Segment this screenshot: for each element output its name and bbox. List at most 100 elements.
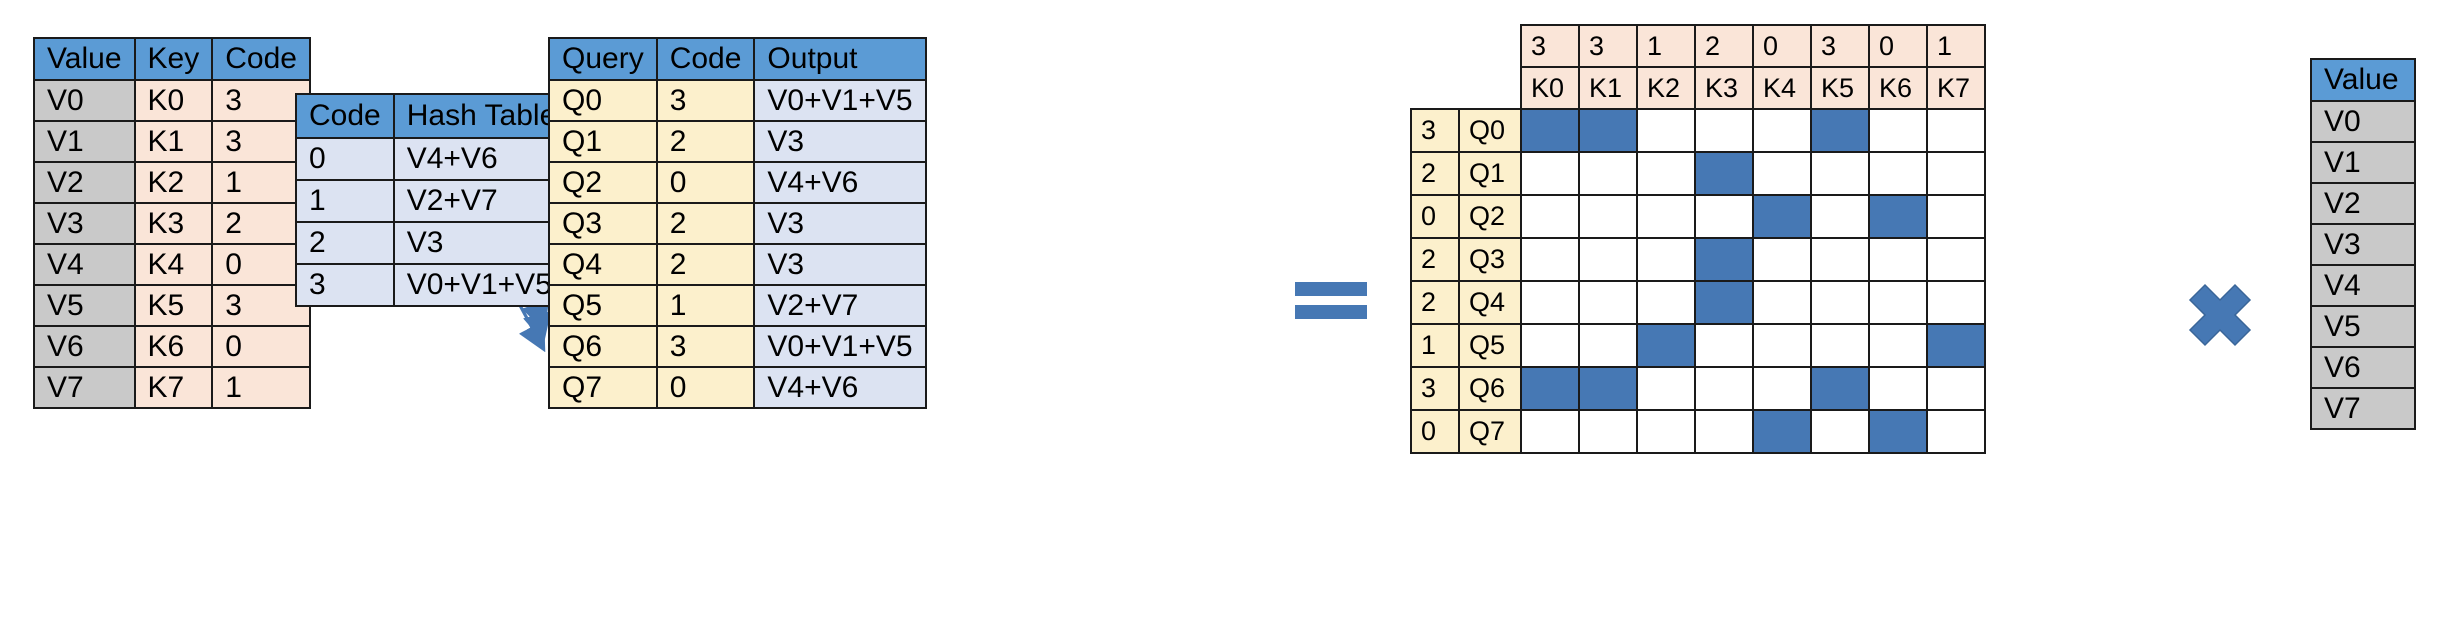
matrix-cell-7-0 xyxy=(1520,409,1580,454)
table-row: V0 xyxy=(2310,100,2416,143)
table-row: V2 xyxy=(2310,182,2416,225)
matrix-cell-1-4 xyxy=(1752,151,1812,196)
matrix-cell-2-6 xyxy=(1868,194,1928,239)
hash-table: Code Hash Table 0 V4+V6 1 V2+V7 2 V3 3 V… xyxy=(295,93,571,307)
cell-code: 1 xyxy=(655,284,756,327)
matrix-cell-7-6 xyxy=(1868,409,1928,454)
matrix-query-code-3: 2 xyxy=(1410,237,1460,282)
matrix-cell-6-5 xyxy=(1810,366,1870,411)
matrix-key-label-0: K0 xyxy=(1520,66,1580,110)
cell-code: 0 xyxy=(295,137,395,181)
cell-value: V5 xyxy=(33,284,136,327)
table-header-row: Query Code Output xyxy=(548,37,927,81)
column-header-key: Key xyxy=(133,37,214,81)
cell-code: 3 xyxy=(655,79,756,122)
matrix-cell-2-4 xyxy=(1752,194,1812,239)
table-row: 0 V4+V6 xyxy=(295,137,571,181)
cell-code: 0 xyxy=(211,325,311,368)
matrix-cell-2-2 xyxy=(1636,194,1696,239)
cell-code: 0 xyxy=(655,161,756,204)
matrix-cell-4-4 xyxy=(1752,280,1812,325)
matrix-cell-5-0 xyxy=(1520,323,1580,368)
cell-key: K0 xyxy=(133,79,214,122)
matrix-query-code-2: 0 xyxy=(1410,194,1460,239)
matrix-cell-1-0 xyxy=(1520,151,1580,196)
column-header-value: Value xyxy=(2310,58,2416,102)
matrix-cell-5-2 xyxy=(1636,323,1696,368)
matrix-cell-0-2 xyxy=(1636,108,1696,153)
cell-output: V3 xyxy=(753,202,927,245)
table-row: Q3 2 V3 xyxy=(548,202,927,245)
matrix-cell-3-5 xyxy=(1810,237,1870,282)
matrix-cell-5-7 xyxy=(1926,323,1986,368)
cell-code: 3 xyxy=(655,325,756,368)
table-row: 3 V0+V1+V5 xyxy=(295,263,571,307)
table-row: V3 K3 2 xyxy=(33,202,311,245)
matrix-cell-6-2 xyxy=(1636,366,1696,411)
matrix-cell-2-0 xyxy=(1520,194,1580,239)
cell-query: Q0 xyxy=(548,79,658,122)
cell-value-5: V5 xyxy=(2310,305,2416,348)
matrix-query-code-6: 3 xyxy=(1410,366,1460,411)
matrix-cell-3-3 xyxy=(1694,237,1754,282)
table-row: Q0 3 V0+V1+V5 xyxy=(548,79,927,122)
matrix-cell-7-4 xyxy=(1752,409,1812,454)
cell-output: V4+V6 xyxy=(753,366,927,409)
column-header-hash-table: Hash Table xyxy=(392,93,571,139)
cell-code: 2 xyxy=(655,243,756,286)
multiply-operator-icon xyxy=(2185,280,2255,350)
matrix-cell-0-0 xyxy=(1520,108,1580,153)
cell-value: V0 xyxy=(33,79,136,122)
matrix-key-code-2: 1 xyxy=(1636,24,1696,68)
cell-code: 2 xyxy=(295,221,395,265)
matrix-cell-3-0 xyxy=(1520,237,1580,282)
matrix-key-label-4: K4 xyxy=(1752,66,1812,110)
matrix-query-code-0: 3 xyxy=(1410,108,1460,153)
equals-operator-icon xyxy=(1295,282,1367,320)
cell-code: 1 xyxy=(295,179,395,223)
matrix-query-label-7: Q7 xyxy=(1458,409,1522,454)
matrix-query-label-5: Q5 xyxy=(1458,323,1522,368)
cell-code: 1 xyxy=(211,161,311,204)
matrix-key-code-7: 1 xyxy=(1926,24,1986,68)
column-header-query: Query xyxy=(548,37,658,81)
cell-value-2: V2 xyxy=(2310,182,2416,225)
matrix-cell-5-4 xyxy=(1752,323,1812,368)
cell-code: 2 xyxy=(655,202,756,245)
cell-output: V0+V1+V5 xyxy=(753,79,927,122)
matrix-cell-6-3 xyxy=(1694,366,1754,411)
matrix-cell-4-2 xyxy=(1636,280,1696,325)
cell-output: V4+V6 xyxy=(753,161,927,204)
matrix-query-code-5: 1 xyxy=(1410,323,1460,368)
column-header-code: Code xyxy=(211,37,311,81)
cell-key: K3 xyxy=(133,202,214,245)
matrix-cell-3-4 xyxy=(1752,237,1812,282)
column-header-code: Code xyxy=(295,93,395,139)
column-header-code: Code xyxy=(655,37,756,81)
matrix-cell-2-3 xyxy=(1694,194,1754,239)
table-row: V7 K7 1 xyxy=(33,366,311,409)
matrix-cell-3-1 xyxy=(1578,237,1638,282)
matrix-cell-1-1 xyxy=(1578,151,1638,196)
matrix-key-code-3: 2 xyxy=(1694,24,1754,68)
cell-value-7: V7 xyxy=(2310,387,2416,430)
query-code-output-table: Query Code Output Q0 3 V0+V1+V5 Q1 2 V3 … xyxy=(548,37,927,409)
matrix-query-label-2: Q2 xyxy=(1458,194,1522,239)
matrix-cell-7-7 xyxy=(1926,409,1986,454)
matrix-cell-4-5 xyxy=(1810,280,1870,325)
matrix-cell-1-2 xyxy=(1636,151,1696,196)
table-row: Q5 1 V2+V7 xyxy=(548,284,927,327)
matrix-spacer xyxy=(1411,25,1459,67)
matrix-cell-5-1 xyxy=(1578,323,1638,368)
matrix-cell-3-6 xyxy=(1868,237,1928,282)
matrix-key-code-4: 0 xyxy=(1752,24,1812,68)
cell-entry: V3 xyxy=(392,221,571,265)
table-row: Q7 0 V4+V6 xyxy=(548,366,927,409)
